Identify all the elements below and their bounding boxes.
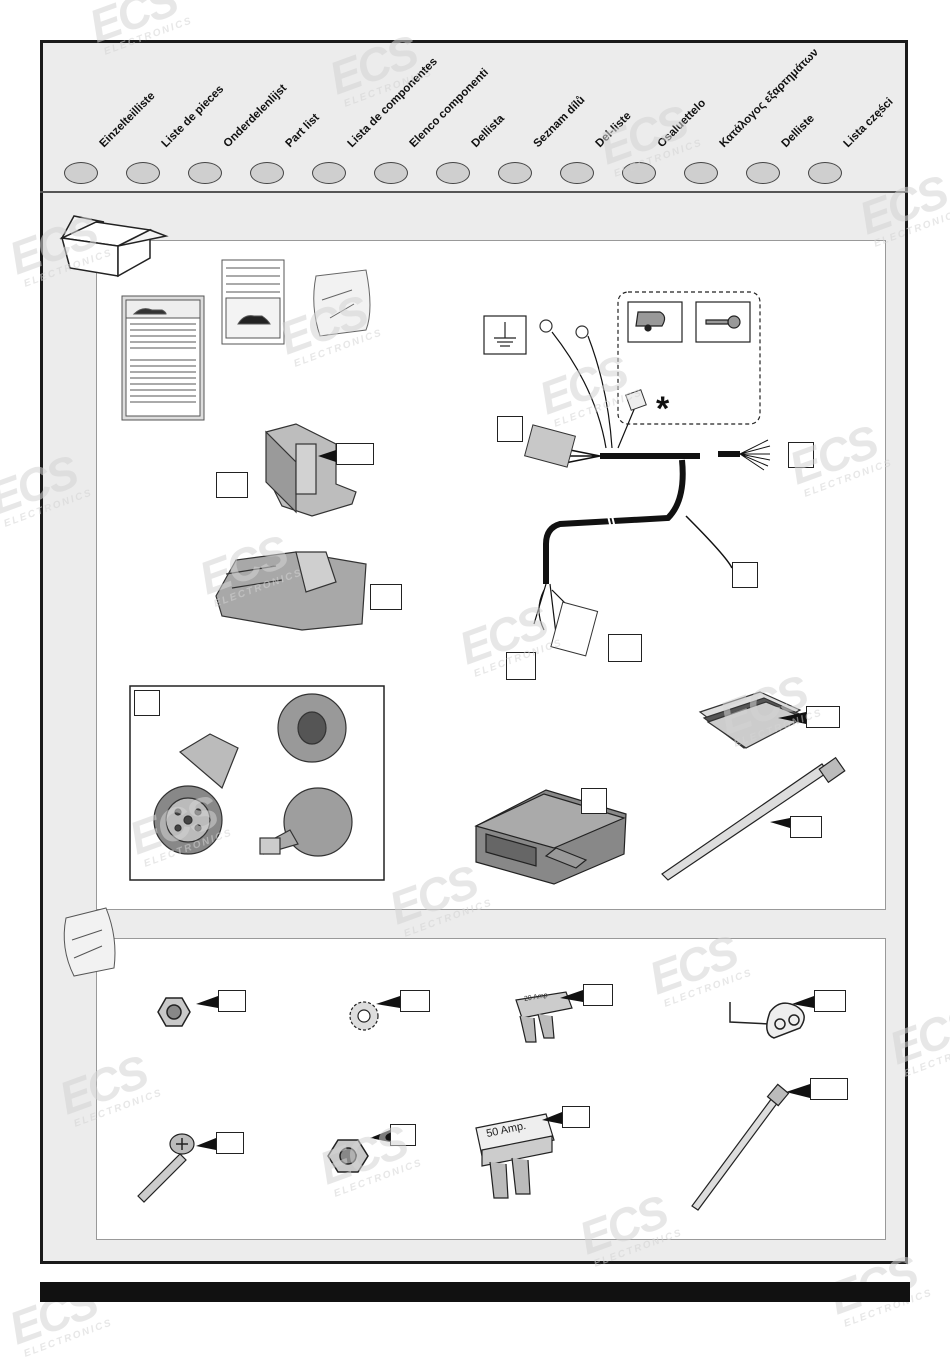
nut-icon: [157, 997, 191, 1027]
language-radio-en[interactable]: [250, 162, 284, 184]
number-box-adhesive-pad: [806, 706, 840, 728]
number-box-bracket-upper: [216, 472, 248, 498]
box-icon: [59, 215, 169, 278]
number-box-socket: [134, 690, 160, 716]
number-box-module: [581, 788, 607, 814]
number-box-harness-plug-a: [506, 652, 536, 680]
nut-large-icon: [327, 1139, 369, 1173]
number-box-harness-wire: [732, 562, 758, 588]
footer-bar: [40, 1282, 910, 1302]
number-box-harness-end: [788, 442, 814, 468]
bracket-lower-icon: [215, 551, 367, 631]
language-radio-el[interactable]: [684, 162, 718, 184]
header-divider: [40, 191, 908, 193]
instruction-sheet-icon: [121, 295, 205, 421]
manual-sheet-icon: [221, 259, 285, 345]
number-box-harness: [497, 416, 523, 442]
ground-symbol-icon: [483, 315, 527, 355]
number-box-cable-tie-large: [790, 816, 822, 838]
number-box-nut: [218, 990, 246, 1012]
language-radio-fr[interactable]: [126, 162, 160, 184]
socket-cap-icon: [259, 787, 353, 857]
harness-break-mark-2: [607, 515, 617, 533]
socket-icon: [153, 733, 239, 855]
number-box-bracket-lower: [370, 584, 402, 610]
language-radio-da[interactable]: [746, 162, 780, 184]
number-box-bracket-upper-leader: [336, 443, 374, 465]
number-box-clip: [814, 990, 846, 1012]
key-icon: [695, 301, 751, 343]
language-radio-no[interactable]: [560, 162, 594, 184]
number-box-harness-plug-b: [608, 634, 642, 662]
cable-tie-large-icon: [661, 756, 846, 881]
harness-break-mark: [703, 447, 713, 465]
language-radio-pt[interactable]: [312, 162, 346, 184]
socket-gasket-icon: [277, 693, 347, 763]
leader-arrows: [196, 450, 814, 1150]
cable-clip-icon: [729, 1002, 805, 1039]
screw-icon: [137, 1133, 195, 1203]
language-radio-pl[interactable]: [808, 162, 842, 184]
bracket-upper-icon: [265, 423, 357, 517]
language-radio-it[interactable]: [374, 162, 408, 184]
fuse-small-icon: [515, 991, 573, 1043]
plastic-bag-icon: [313, 269, 371, 337]
cable-tie-small-icon: [691, 1083, 790, 1211]
language-radio-cs[interactable]: [498, 162, 532, 184]
number-box-nut-large: [390, 1124, 416, 1146]
small-parts-panel: [96, 938, 886, 1240]
number-box-screw: [216, 1132, 244, 1154]
option-asterisk: *: [656, 390, 670, 428]
harness-terminal-plug-icon: [550, 601, 599, 657]
language-radio-sv[interactable]: [436, 162, 470, 184]
number-box-washer: [400, 990, 430, 1012]
small-parts-bag-icon: [63, 907, 116, 977]
number-box-cable-tie-small: [810, 1078, 848, 1100]
lock-washer-icon: [349, 1001, 379, 1031]
adhesive-pad-icon: [698, 691, 806, 749]
language-radio-de[interactable]: [64, 162, 98, 184]
harness-connector-icon: [523, 424, 577, 468]
ground-ring-terminals: [539, 319, 589, 339]
option-dashed-box: [617, 291, 761, 425]
language-radio-nl[interactable]: [188, 162, 222, 184]
number-box-fuse-large: [562, 1106, 590, 1128]
caravan-icon: [627, 301, 683, 343]
number-box-fuse-small: [583, 984, 613, 1006]
fuse-large-icon: [475, 1113, 555, 1199]
language-radio-fi[interactable]: [622, 162, 656, 184]
small-plug-icon: [625, 389, 647, 411]
